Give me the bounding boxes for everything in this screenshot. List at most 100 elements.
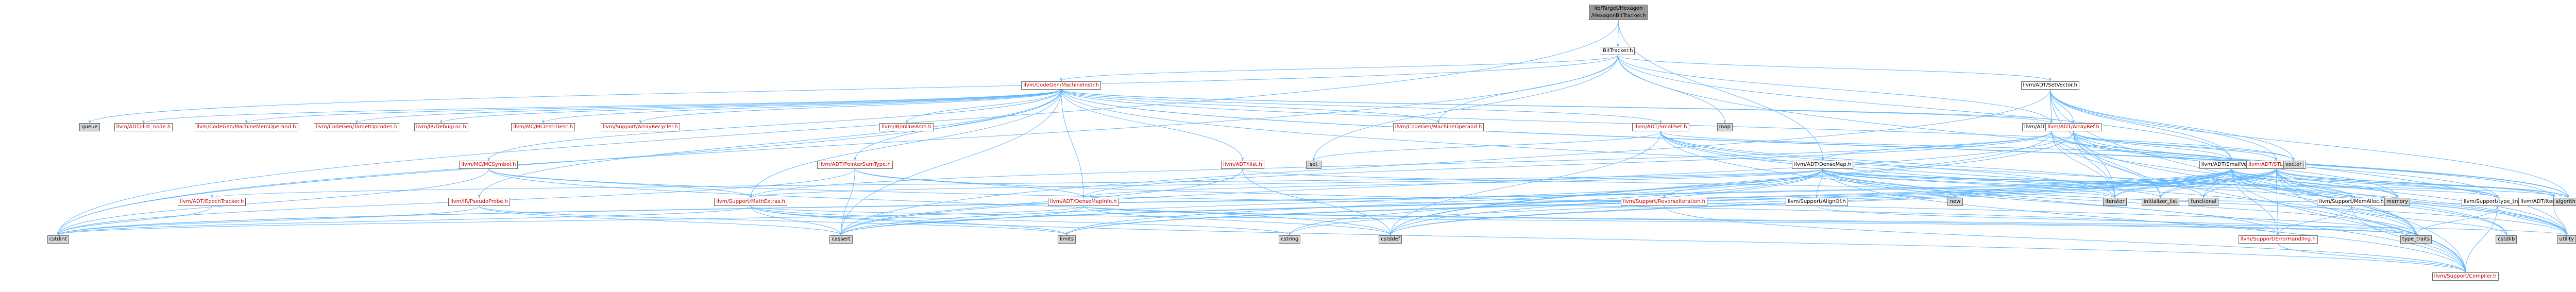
graph-node-mathextras[interactable]: llvm/Support/MathExtras.h <box>714 198 787 207</box>
edge-setvector-to-vector <box>2049 89 2295 161</box>
edge-stlextras-to-utility <box>2276 168 2568 235</box>
graph-node-mcsymbol[interactable]: llvm/MC/MCSymbol.h <box>459 160 518 169</box>
graph-node-limits[interactable]: limits <box>1057 235 1076 244</box>
edge-mathextras-to-cstdint <box>57 205 751 236</box>
graph-node-ilist[interactable]: llvm/ADT/ilist.h <box>1221 160 1264 169</box>
graph-node-setvector[interactable]: llvm/ADT/SetVector.h <box>2021 81 2080 90</box>
graph-node-type_traits[interactable]: type_traits <box>2400 235 2432 244</box>
edge-smallset-to-type_traits <box>1660 131 2417 235</box>
edge-ilist-to-cstddef <box>1242 168 1392 235</box>
edge-mathextras-to-cassert <box>750 206 842 235</box>
edge-mcsymbol-to-mathextras <box>488 168 752 198</box>
edge-bittracker-to-cstdint <box>57 55 1618 235</box>
graph-node-root[interactable]: lib/Target/Hexagon /HexagonBitTracker.h <box>1589 5 1648 21</box>
graph-node-densemapinfo[interactable]: llvm/ADT/DenseMapInfo.h <box>1048 198 1119 207</box>
edge-stlextras-to-compiler <box>2276 168 2467 273</box>
edge-pseudoprobe-to-cstdint <box>57 205 480 236</box>
graph-node-tgtops[interactable]: llvm/CodeGen/TargetOpcodes.h <box>314 123 400 132</box>
graph-node-iterator[interactable]: iterator <box>2103 198 2127 207</box>
graph-node-functional[interactable]: functional <box>2189 198 2219 207</box>
edge-typetraits-to-type_traits <box>2415 206 2498 235</box>
graph-node-queue[interactable]: queue <box>79 123 100 132</box>
graph-node-arrayref[interactable]: llvm/ADT/ArrayRef.h <box>2045 123 2102 132</box>
graph-node-initlist[interactable]: initializer_list <box>2141 198 2180 207</box>
graph-node-set[interactable]: set <box>1306 160 1321 169</box>
edge-densemapinfo-to-utility <box>1083 205 2568 236</box>
edge-mathextras-to-limits <box>750 205 1068 236</box>
edge-cmi-to-ilist <box>1061 89 1244 161</box>
edge-stlextras-to-iterator <box>2113 168 2277 198</box>
edge-smallvector-to-cstdint <box>57 168 2232 236</box>
graph-node-utility[interactable]: utility <box>2557 235 2576 244</box>
graph-node-mmo[interactable]: llvm/CodeGen/MachineMemOperand.h <box>194 123 298 132</box>
edge-densemap-to-epoch <box>211 168 1823 198</box>
graph-node-new[interactable]: new <box>1947 198 1963 207</box>
edge-smallset-to-set <box>1312 131 1661 161</box>
graph-node-ilist_node[interactable]: llvm/ADT/ilist_node.h <box>114 123 173 132</box>
graph-node-cstddef[interactable]: cstddef <box>1379 235 1402 244</box>
graph-node-ptrsum[interactable]: llvm/ADT/PointerSumType.h <box>817 160 893 169</box>
graph-node-arrayrecycler[interactable]: llvm/Support/ArrayRecycler.h <box>601 123 680 132</box>
edge-densemapinfo-to-cstdint <box>57 205 1084 236</box>
graph-node-reverseiter[interactable]: llvm/Support/ReverseIteration.h <box>1621 198 1707 207</box>
graph-node-cassert[interactable]: cassert <box>829 235 853 244</box>
graph-node-smallset[interactable]: llvm/ADT/SmallSet.h <box>1632 123 1689 132</box>
edge-ptrsum-to-cassert <box>840 168 855 235</box>
graph-node-memalloc[interactable]: llvm/Support/MemAlloc.h <box>2317 198 2386 207</box>
graph-node-memory[interactable]: memory <box>2384 198 2411 207</box>
graph-node-map[interactable]: map <box>1717 123 1733 132</box>
graph-node-machop[interactable]: llvm/CodeGen/MachineOperand.h <box>1393 123 1484 132</box>
graph-node-errhandling[interactable]: llvm/Support/ErrorHandling.h <box>2238 235 2318 244</box>
edge-denseset-to-initlist <box>2051 131 2162 198</box>
edge-densemapinfo-to-type_traits <box>1083 205 2417 236</box>
graph-node-inlineasm[interactable]: llvm/IR/InlineAsm.h <box>879 123 934 132</box>
graph-node-cstring[interactable]: cstring <box>1279 235 1301 244</box>
graph-node-cstdint[interactable]: cstdint <box>47 235 69 244</box>
edge-setvector-to-algorithm <box>2049 89 2569 198</box>
edge-arrayref-to-type_traits <box>2073 131 2417 235</box>
edge-mathextras-to-compiler <box>750 205 2467 273</box>
edge-cmi-to-mmo <box>245 89 1062 124</box>
edge-errhandling-to-compiler <box>2278 243 2467 273</box>
edge-stlextras-to-algorithm <box>2276 168 2569 198</box>
edge-arrayref-to-cstddef <box>1389 131 2074 235</box>
edge-setvector-to-smallvector <box>2049 89 2233 161</box>
edge-arrayref-to-initlist <box>2073 131 2162 198</box>
graph-node-pseudoprobe[interactable]: llvm/IR/PseudoProbe.h <box>448 198 510 207</box>
edge-cmi-to-mcinstrdesc <box>542 89 1062 124</box>
edge-densemap-to-cassert <box>840 168 1823 235</box>
graph-node-cstdlib[interactable]: cstdlib <box>2496 235 2517 244</box>
edge-densemap-to-alignof <box>1815 168 1823 198</box>
graph-node-mcinstrdesc[interactable]: llvm/MC/MCInstrDesc.h <box>511 123 575 132</box>
edge-cmi-to-cassert <box>840 89 1062 235</box>
edge-pseudoprobe-to-limits <box>479 205 1068 236</box>
edge-cmi-to-arrayrecycler <box>639 89 1062 124</box>
edge-cmi-to-cstdint <box>57 89 1062 235</box>
edge-denseset-to-densemapinfo <box>1082 131 2052 198</box>
edge-cmi-to-algorithm <box>1061 89 2569 198</box>
edge-cmi-to-inlineasm <box>905 89 1062 124</box>
edge-ilist-to-iterator <box>1242 168 2116 198</box>
edge-memalloc-to-cstdlib <box>2351 206 2508 235</box>
graph-node-bittracker[interactable]: BitTracker.h <box>1601 47 1635 56</box>
edge-stlextras-to-typetraits <box>2276 168 2499 198</box>
graph-node-algorithm[interactable]: algorithm <box>2553 198 2576 207</box>
edge-densemap-to-limits <box>1065 168 1823 235</box>
graph-node-cmi[interactable]: llvm/CodeGen/MachineInstr.h <box>1021 81 1101 90</box>
graph-node-debugloc[interactable]: llvm/IR/DebugLoc.h <box>414 123 468 132</box>
edge-smallset-to-functional <box>1660 131 2205 198</box>
graph-node-compiler[interactable]: llvm/Support/Compiler.h <box>2432 272 2499 281</box>
edge-cmi-to-mcsymbol <box>487 89 1062 161</box>
edge-densemap-to-cstddef <box>1389 168 1823 235</box>
edge-cmi-to-debugloc <box>440 89 1062 124</box>
graph-node-epoch[interactable]: llvm/ADT/EpochTracker.h <box>178 198 246 207</box>
graph-node-alignof[interactable]: llvm/Support/AlignOf.h <box>1785 198 1848 207</box>
edge-cmi-to-tgtops <box>355 89 1062 124</box>
graph-node-vector[interactable]: vector <box>2283 160 2304 169</box>
edge-memalloc-to-errhandling <box>2277 206 2352 235</box>
edge-densemapinfo-to-cassert <box>840 206 1084 235</box>
edge-smallvector-to-iterator <box>2113 168 2232 198</box>
graph-node-densemap[interactable]: llvm/ADT/DenseMap.h <box>1792 160 1854 169</box>
graph-node-typetraits[interactable]: llvm/Support/type_traits.h <box>2461 198 2533 207</box>
